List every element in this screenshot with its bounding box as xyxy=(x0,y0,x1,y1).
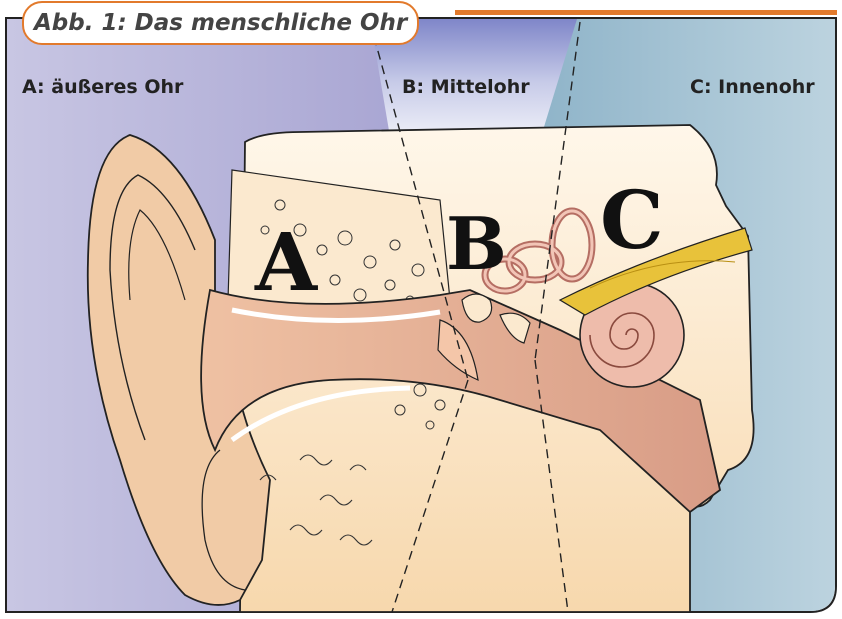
title-accent-line xyxy=(455,10,837,15)
section-label-outer-ear: A: äußeres Ohr xyxy=(22,76,183,98)
figure-title: Abb. 1: Das menschliche Ohr xyxy=(22,1,419,45)
section-label-inner-ear: C: Innenohr xyxy=(690,76,815,98)
region-letter-c: C xyxy=(600,180,664,260)
section-label-middle-ear: B: Mittelohr xyxy=(402,76,530,98)
region-letter-a: A xyxy=(255,222,317,302)
region-letter-b: B xyxy=(446,208,507,280)
